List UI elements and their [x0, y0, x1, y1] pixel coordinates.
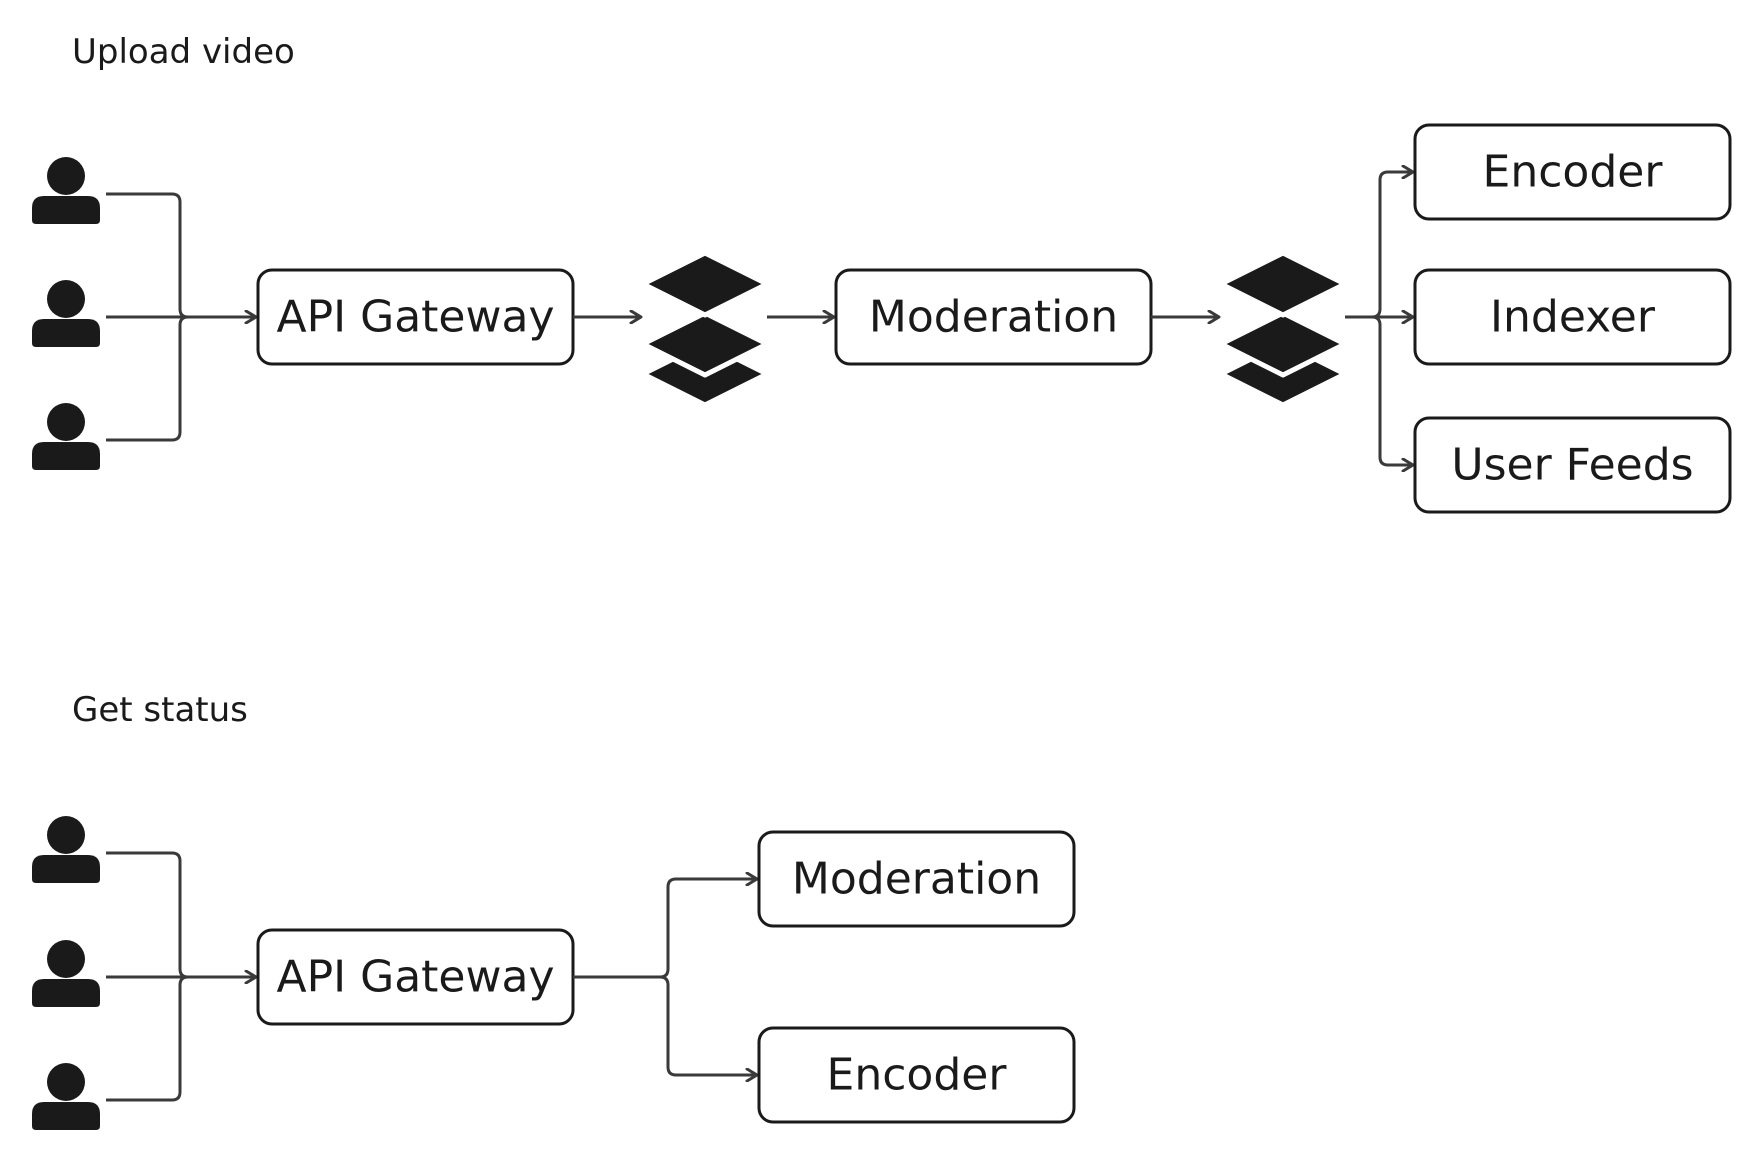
node-label: Encoder — [1483, 147, 1664, 198]
node-encoder-status[interactable]: Encoder — [757, 1026, 1076, 1124]
connector-queue-to-encoder — [1345, 172, 1413, 319]
node-label: Indexer — [1490, 292, 1656, 343]
layers-icon — [1218, 250, 1348, 408]
node-label: Moderation — [869, 292, 1118, 343]
user-icon — [32, 157, 100, 224]
connector-user-3-to-gateway — [106, 975, 189, 1102]
section-title-upload: Upload video — [72, 32, 295, 72]
node-label: User Feeds — [1451, 440, 1693, 491]
connector-queue-to-user-feeds — [1345, 315, 1413, 465]
layers-icon — [640, 250, 770, 408]
node-moderation-upload[interactable]: Moderation — [834, 268, 1153, 366]
node-label: Moderation — [792, 854, 1041, 905]
connector-user-3-to-gateway — [106, 315, 189, 442]
node-user-feeds-upload[interactable]: User Feeds — [1413, 416, 1732, 514]
connector-gateway-to-encoder — [573, 975, 757, 1075]
node-label: Encoder — [827, 1050, 1008, 1101]
node-encoder-upload[interactable]: Encoder — [1413, 123, 1732, 221]
node-label: API Gateway — [277, 952, 555, 1003]
user-icon — [32, 816, 100, 883]
section-title-status: Get status — [72, 690, 248, 730]
connector-gateway-to-moderation — [573, 879, 757, 979]
node-api-gateway-status[interactable]: API Gateway — [256, 928, 575, 1026]
node-indexer-upload[interactable]: Indexer — [1413, 268, 1732, 366]
connector-user-1-to-gateway — [106, 192, 189, 319]
node-label: API Gateway — [277, 292, 555, 343]
connector-user-1-to-gateway — [106, 851, 189, 979]
user-icon — [32, 940, 100, 1007]
node-moderation-status[interactable]: Moderation — [757, 830, 1076, 928]
node-api-gateway-upload[interactable]: API Gateway — [256, 268, 575, 366]
user-icon — [32, 1063, 100, 1130]
user-icon — [32, 403, 100, 470]
user-icon — [32, 280, 100, 347]
